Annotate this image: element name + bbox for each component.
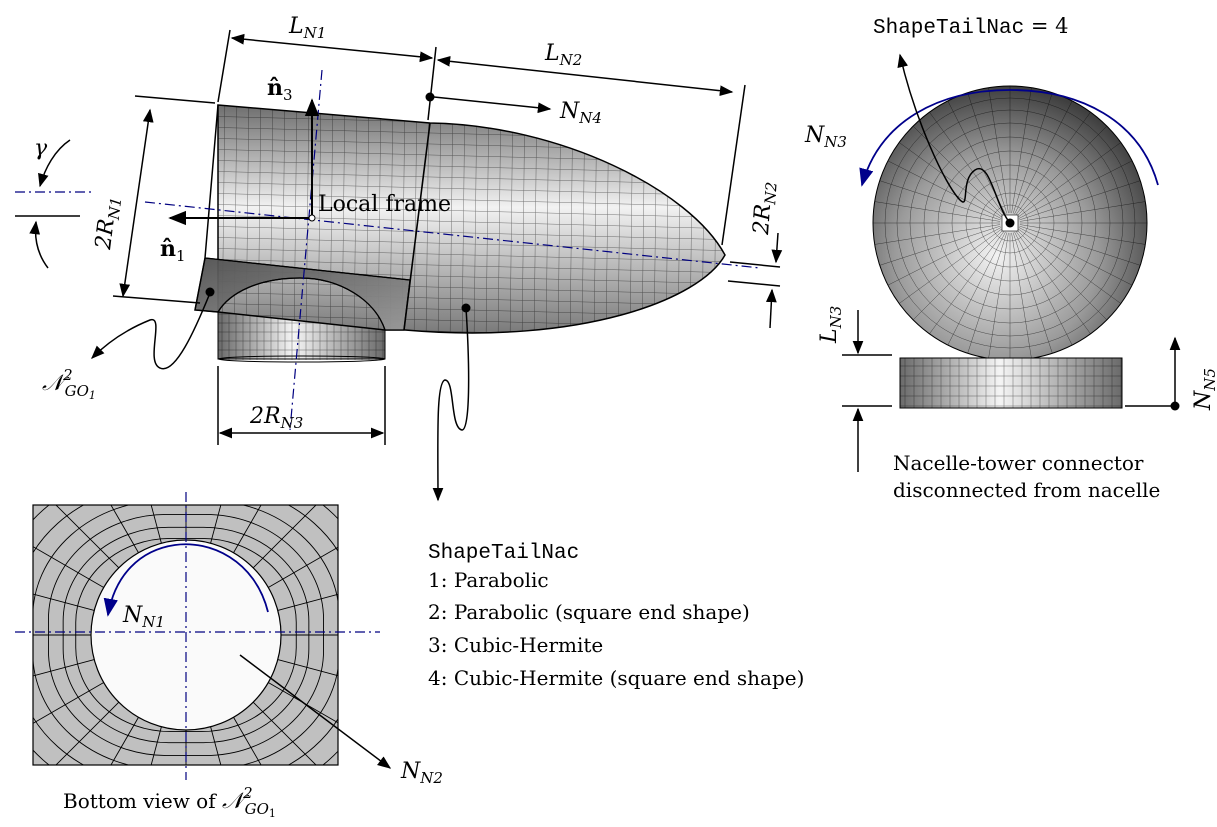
label-two-rn1: 2RN1 bbox=[91, 195, 125, 252]
label-shape-tail-eq: ShapeTailNac = 4 bbox=[873, 14, 1069, 40]
nacelle-body bbox=[194, 104, 726, 363]
label-nn1: NN1 bbox=[122, 603, 165, 631]
local-frame-origin bbox=[308, 214, 316, 222]
shape-options: 1: Parabolic 2: Parabolic (square end sh… bbox=[428, 568, 804, 690]
nn4-dot bbox=[425, 92, 435, 102]
label-nn3: NN3 bbox=[804, 123, 847, 151]
label-nn2: NN2 bbox=[400, 759, 443, 787]
shape-option: 3: Cubic-Hermite bbox=[428, 633, 603, 657]
label-nn4: NN4 bbox=[559, 99, 602, 127]
label-n1-hat: n̂1 bbox=[160, 236, 186, 265]
label-local-frame: Local frame bbox=[318, 192, 451, 217]
dimension-lines bbox=[15, 29, 783, 502]
nn5-dot bbox=[1170, 401, 1180, 411]
label-nn5: NN5 bbox=[1191, 368, 1217, 411]
shape-option: 4: Cubic-Hermite (square end shape) bbox=[428, 666, 804, 690]
label-ln2: LN2 bbox=[544, 41, 582, 69]
connector-caption-line1: Nacelle-tower connector bbox=[893, 451, 1144, 475]
ngo-dot bbox=[205, 287, 215, 297]
shape-option: 1: Parabolic bbox=[428, 568, 549, 592]
shape-dot bbox=[461, 303, 471, 313]
local-axes bbox=[15, 69, 761, 431]
label-two-rn2: 2RN2 bbox=[749, 181, 781, 237]
connector-caption-line2: disconnected from nacelle bbox=[893, 478, 1160, 502]
label-two-rn3: 2RN3 bbox=[249, 404, 303, 432]
shape-option: 2: Parabolic (square end shape) bbox=[428, 600, 750, 624]
label-ln1: LN1 bbox=[288, 14, 326, 42]
nacelle-end-view bbox=[872, 85, 1148, 409]
shape-list-title: ShapeTailNac bbox=[428, 542, 579, 565]
label-gamma: γ bbox=[34, 136, 48, 161]
bottom-view bbox=[15, 492, 392, 780]
end-view-leaders bbox=[842, 53, 1181, 472]
label-ln3: LN3 bbox=[817, 306, 845, 344]
label-n3-hat: n̂3 bbox=[267, 75, 293, 104]
nn3-arc bbox=[859, 89, 1159, 187]
local-frame-vectors bbox=[168, 98, 320, 226]
